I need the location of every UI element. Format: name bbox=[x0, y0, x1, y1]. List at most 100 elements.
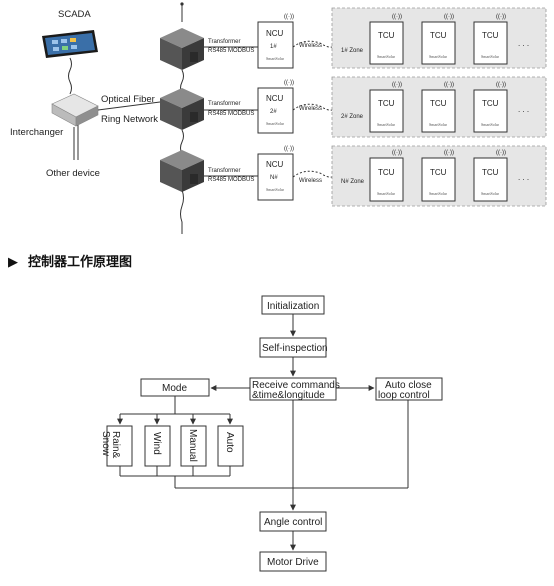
angle-control-label: Angle control bbox=[264, 517, 322, 528]
scada-node: SCADA bbox=[42, 9, 98, 58]
section-title: 控制器工作原理图 bbox=[28, 254, 132, 270]
tcu-node: TCU SmartSolar ((·)) bbox=[369, 150, 404, 202]
tcu-node: TCU SmartSolar ((·)) bbox=[369, 82, 404, 133]
tcu-node: TCU SmartSolar ((·)) bbox=[421, 82, 456, 133]
mode-wind-box bbox=[144, 425, 171, 467]
auto-close-box bbox=[375, 377, 443, 401]
ncu-box bbox=[257, 21, 294, 69]
scada-label: SCADA bbox=[58, 9, 91, 20]
tcu-label: TCU bbox=[378, 31, 395, 40]
tcu-node: TCU SmartSolar ((·)) bbox=[369, 14, 404, 65]
antenna-icon: ((·)) bbox=[284, 146, 294, 152]
tcu-label: TCU bbox=[482, 31, 499, 40]
ncu-label: NCU bbox=[266, 29, 284, 38]
tcu-label: TCU bbox=[482, 168, 499, 177]
tcu-label: TCU bbox=[430, 168, 447, 177]
transformer-cube-icon bbox=[160, 88, 204, 130]
network-row-3: Transformer RS485 MODBUS NCU N# SmartSol… bbox=[160, 145, 547, 207]
ncu-label: NCU bbox=[266, 160, 284, 169]
receive-label-line2: &time&longitude bbox=[252, 390, 325, 401]
section-heading: ▶ 控制器工作原理图 bbox=[8, 254, 132, 270]
tcu-brand-logo: SmartSolar bbox=[429, 54, 448, 59]
tcu-brand-logo: SmartSolar bbox=[481, 122, 500, 127]
antenna-icon: ((·)) bbox=[444, 150, 454, 156]
interchanger-node: Interchanger bbox=[10, 93, 99, 138]
mode-manual-box bbox=[180, 425, 207, 467]
initialization-label: Initialization bbox=[267, 301, 319, 312]
antenna-icon: ((·)) bbox=[444, 14, 454, 20]
tcu-node: TCU SmartSolar ((·)) bbox=[421, 150, 456, 202]
wireless-label: Wireless bbox=[299, 43, 322, 49]
network-row-2: Transformer RS485 MODBUS NCU 2# SmartSol… bbox=[160, 76, 547, 138]
section-marker-icon: ▶ bbox=[8, 255, 18, 270]
fiber-link-line bbox=[97, 101, 161, 111]
ellipsis: . . . bbox=[518, 173, 529, 182]
motor-drive-label: Motor Drive bbox=[267, 557, 319, 568]
antenna-icon: ((·)) bbox=[444, 82, 454, 88]
mode-wind-label: Wind bbox=[151, 432, 162, 455]
tcu-node: TCU SmartSolar ((·)) bbox=[473, 150, 508, 202]
tcu-brand-logo: SmartSolar bbox=[481, 54, 500, 59]
ncu-label: NCU bbox=[266, 94, 284, 103]
tcu-brand-logo: SmartSolar bbox=[429, 122, 448, 127]
tcu-label: TCU bbox=[378, 168, 395, 177]
motor-drive-box bbox=[259, 551, 327, 572]
wireless-label: Wireless bbox=[299, 178, 322, 184]
mode-label: Mode bbox=[162, 383, 187, 394]
network-row-1: Transformer RS485 MODBUS NCU 1# SmartSol… bbox=[160, 7, 547, 70]
tcu-label: TCU bbox=[378, 99, 395, 108]
ncu-brand-logo: SmartSolar bbox=[266, 121, 285, 126]
ncu-brand-logo: SmartSolar bbox=[266, 56, 285, 61]
tcu-brand-logo: SmartSolar bbox=[481, 191, 500, 196]
auto-close-line2: loop control bbox=[378, 390, 430, 401]
tcu-label: TCU bbox=[482, 99, 499, 108]
tcu-label: TCU bbox=[430, 99, 447, 108]
fiber-label-line1: Optical Fiber bbox=[101, 94, 155, 105]
antenna-icon: ((·)) bbox=[496, 82, 506, 88]
ncu-number: 1# bbox=[270, 44, 277, 50]
protocol-label: RS485 MODBUS bbox=[208, 48, 254, 54]
zone-label: 2# Zone bbox=[341, 114, 364, 120]
antenna-icon: ((·)) bbox=[392, 82, 402, 88]
mode-auto-label: Auto bbox=[224, 432, 235, 453]
mode-rain-snow-label: Rain&Snow bbox=[100, 431, 121, 459]
protocol-label: RS485 MODBUS bbox=[208, 177, 254, 183]
transformer-label: Transformer bbox=[208, 39, 240, 45]
tcu-node: TCU SmartSolar ((·)) bbox=[473, 14, 508, 65]
tcu-brand-logo: SmartSolar bbox=[429, 191, 448, 196]
ellipsis: . . . bbox=[518, 39, 529, 48]
interchanger-label: Interchanger bbox=[10, 127, 63, 138]
other-device-label: Other device bbox=[46, 168, 100, 179]
ncu-number: 2# bbox=[270, 109, 277, 115]
zone-label: 1# Zone bbox=[341, 48, 364, 54]
ring-wire bbox=[180, 4, 184, 234]
transformer-cube-icon bbox=[160, 28, 204, 70]
self-inspection-label: Self-inspection bbox=[262, 343, 328, 354]
wireless-link bbox=[292, 40, 333, 48]
ellipsis: . . . bbox=[518, 105, 529, 114]
tcu-brand-logo: SmartSolar bbox=[377, 54, 396, 59]
ncu-box bbox=[257, 87, 294, 134]
transformer-cube-icon bbox=[160, 150, 204, 192]
zone-label: N# Zone bbox=[341, 179, 365, 185]
wireless-link bbox=[292, 103, 333, 111]
scada-link-line bbox=[68, 57, 72, 95]
antenna-icon: ((·)) bbox=[496, 14, 506, 20]
antenna-icon: ((·)) bbox=[284, 80, 294, 86]
wireless-label: Wireless bbox=[299, 106, 322, 112]
wireless-link bbox=[292, 170, 333, 178]
mode-manual-label: Manual bbox=[187, 429, 198, 462]
antenna-icon: ((·)) bbox=[392, 150, 402, 156]
tcu-brand-logo: SmartSolar bbox=[377, 122, 396, 127]
transformer-label: Transformer bbox=[208, 101, 240, 107]
ncu-brand-logo: SmartSolar bbox=[266, 187, 285, 192]
auto-close-line1: Auto close bbox=[385, 380, 432, 391]
ncu-number: N# bbox=[270, 175, 278, 181]
antenna-icon: ((·)) bbox=[392, 14, 402, 20]
tcu-node: TCU SmartSolar ((·)) bbox=[421, 14, 456, 65]
antenna-icon: ((·)) bbox=[496, 150, 506, 156]
protocol-label: RS485 MODBUS bbox=[208, 111, 254, 117]
tcu-node: TCU SmartSolar ((·)) bbox=[473, 82, 508, 133]
